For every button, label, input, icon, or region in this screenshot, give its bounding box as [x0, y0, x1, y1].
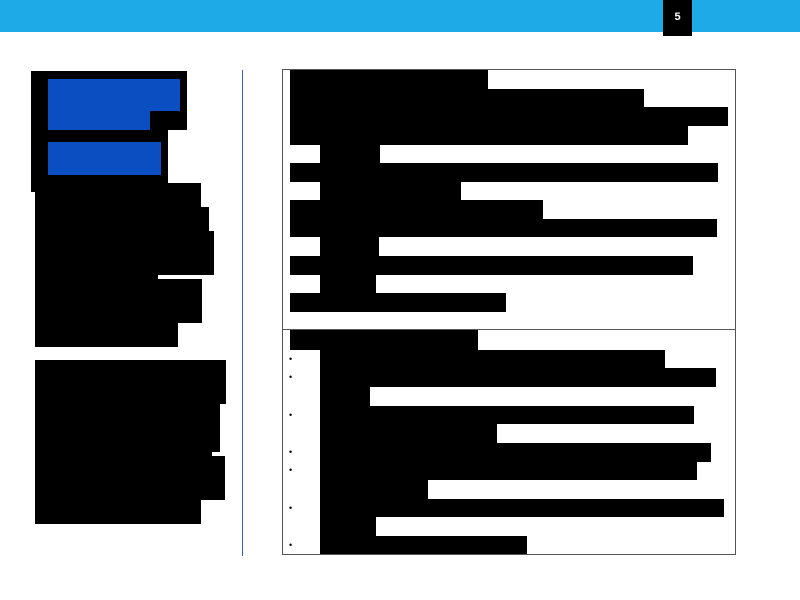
left-redacted-line: [35, 500, 201, 524]
panel-redacted-line: [290, 70, 488, 89]
panel-redacted-line: [320, 237, 379, 256]
list-item-redacted: [320, 368, 716, 387]
list-bullet: •: [289, 447, 293, 457]
left-redacted-line: [35, 452, 212, 456]
list-bullet: •: [289, 410, 293, 420]
list-item-redacted: [320, 499, 724, 517]
panel-redacted-line: [290, 219, 717, 237]
list-item-redacted: [320, 536, 527, 554]
left-redacted-line: [35, 275, 158, 279]
left-redacted-line: [35, 279, 202, 323]
left-redacted-line: [35, 231, 214, 275]
list-item-redacted: [320, 461, 697, 480]
list-item-redacted: [320, 480, 428, 499]
column-divider: [242, 70, 243, 556]
panel-redacted-line: [290, 126, 688, 145]
list-bullet: •: [289, 354, 293, 364]
list-bullet: •: [289, 503, 293, 513]
blue-tag-3: [48, 142, 161, 175]
left-redacted-line: [35, 360, 226, 404]
panel-redacted-line: [290, 107, 728, 126]
left-redacted-line: [35, 456, 225, 500]
list-item-redacted: [320, 517, 376, 536]
left-redacted-line: [35, 207, 209, 231]
panel-redacted-line: [290, 163, 718, 182]
panel-redacted-line: [290, 256, 693, 275]
panel-redacted-line: [320, 275, 376, 293]
list-bullet: •: [289, 540, 293, 550]
left-redacted-line: [35, 323, 178, 347]
panel-redacted-line: [320, 182, 461, 201]
list-bullet: •: [289, 465, 293, 475]
content-panel: [282, 69, 736, 555]
left-redacted-line: [35, 183, 201, 207]
list-item-redacted: [320, 350, 665, 369]
panel-redacted-line: [290, 200, 543, 219]
blue-tag-1: [48, 79, 180, 111]
list-item-redacted: [320, 443, 711, 462]
panel-list-heading-redacted: [290, 330, 478, 350]
list-bullet: •: [289, 372, 293, 382]
panel-redacted-line: [290, 89, 644, 107]
panel-redacted-line: [320, 145, 380, 164]
page-number-badge: 5: [663, 0, 692, 36]
list-item-redacted: [320, 406, 694, 424]
panel-separator: [282, 329, 736, 330]
panel-redacted-line: [290, 293, 506, 312]
left-redacted-line: [35, 404, 220, 452]
list-item-redacted: [320, 424, 497, 443]
list-item-redacted: [320, 387, 370, 406]
